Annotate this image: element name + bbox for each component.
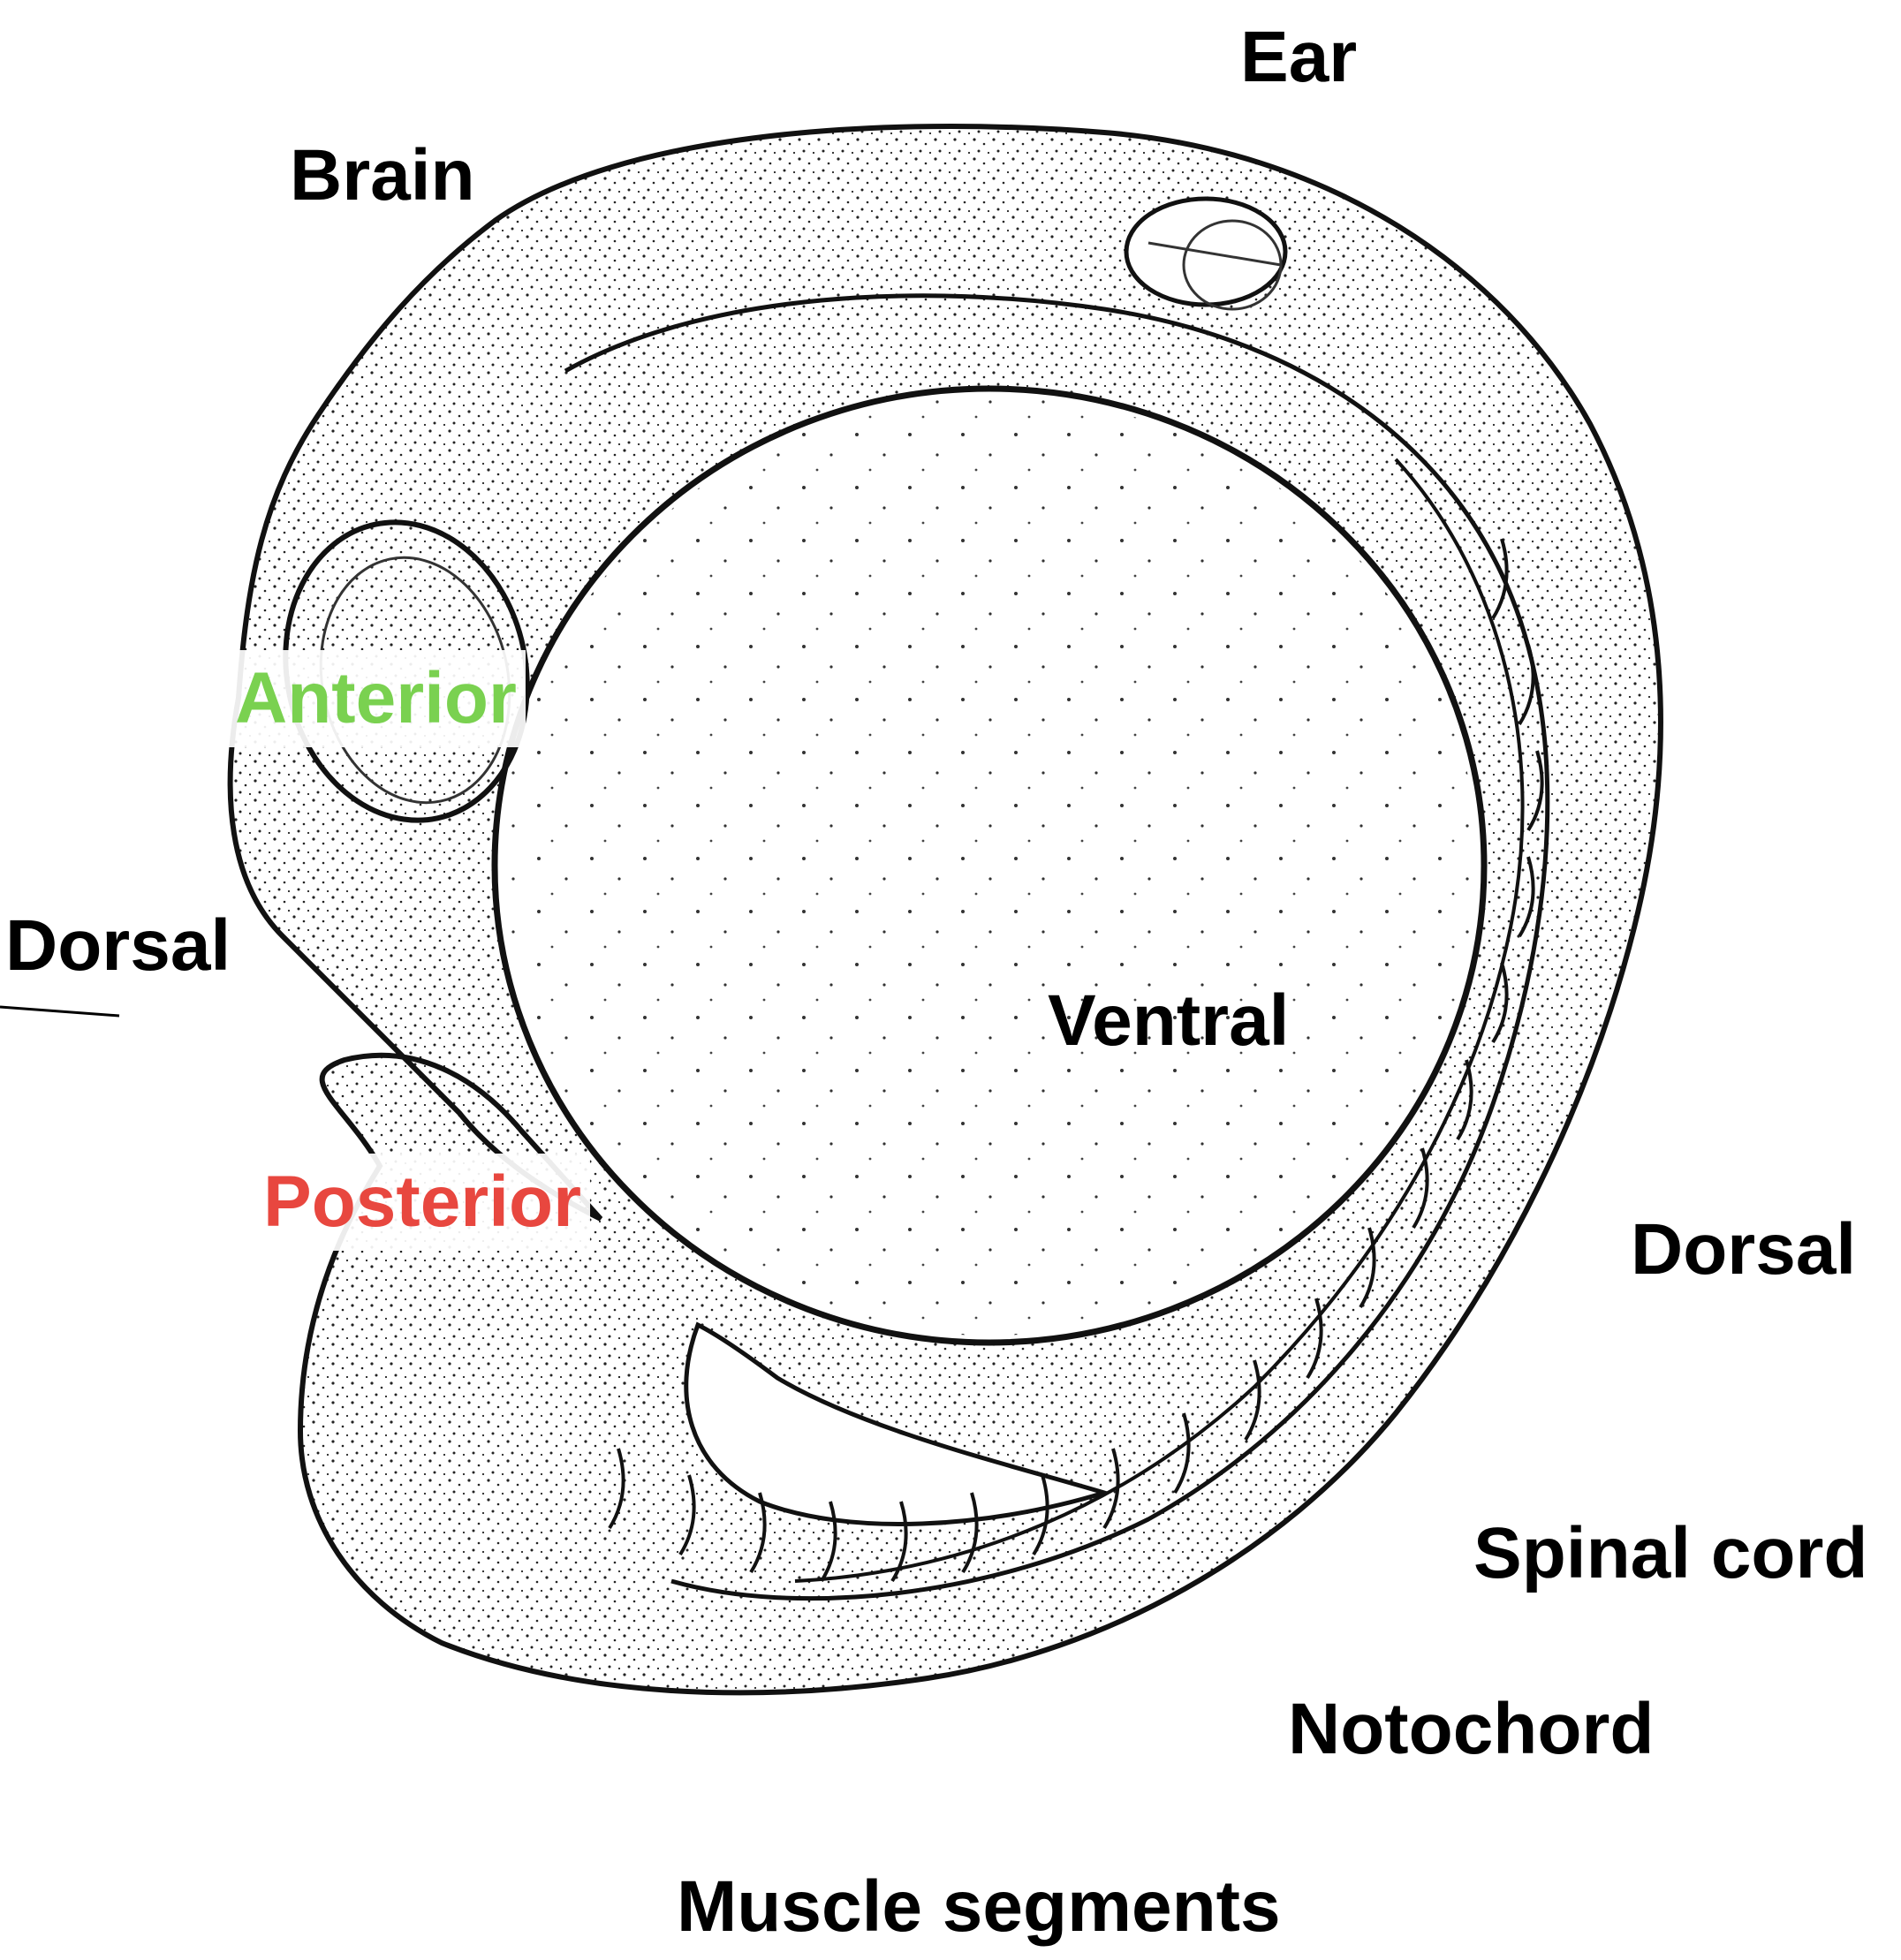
posterior-label: Posterior — [254, 1154, 590, 1251]
spinal-cord-label: Spinal cord — [1473, 1517, 1868, 1590]
dorsal-pointer-line — [0, 1007, 119, 1016]
ventral-label: Ventral — [1048, 985, 1289, 1057]
notochord-label: Notochord — [1288, 1693, 1654, 1766]
ear-label: Ear — [1240, 21, 1357, 94]
anterior-label: Anterior — [226, 650, 526, 747]
muscle-segments-label: Muscle segments — [677, 1871, 1281, 1943]
brain-label: Brain — [290, 140, 475, 212]
dorsal-left-label: Dorsal — [5, 910, 231, 982]
tail-bud — [583, 1347, 654, 1426]
dorsal-right-label: Dorsal — [1631, 1214, 1856, 1286]
yolk-sac-fill — [502, 396, 1477, 1336]
